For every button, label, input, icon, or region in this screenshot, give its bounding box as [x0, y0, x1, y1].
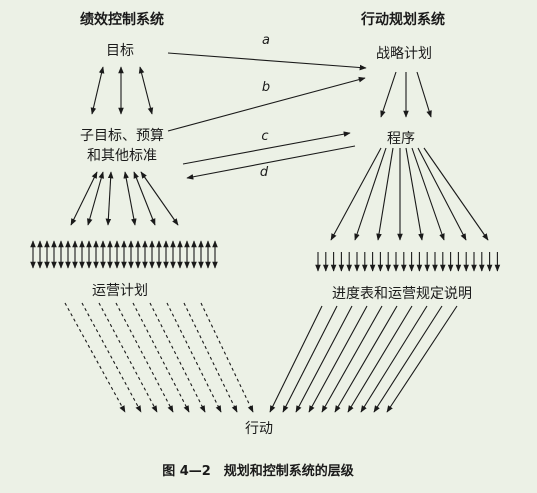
operating-action-arrow — [81, 302, 142, 413]
operating-action-arrow — [200, 302, 254, 413]
subgoals-operating-arrow — [133, 171, 156, 226]
schedules-action-arrow — [321, 305, 383, 413]
edge-label-b: b — [261, 80, 271, 95]
control-system-title: 绩效控制系统 — [80, 12, 164, 28]
action-node: 行动 — [245, 421, 273, 437]
procedures-schedules-arrow — [354, 147, 387, 241]
goals-node: 目标 — [106, 43, 134, 59]
schedules-action-arrow — [347, 305, 413, 413]
subgoals-operating-arrow — [70, 171, 98, 226]
goals-subgoals-arrow — [90, 66, 105, 115]
sub-goals-line1: 子目标、预算 — [80, 128, 164, 144]
procedures-schedules-arrow — [423, 147, 489, 241]
schedules-action-arrow — [269, 305, 323, 413]
edge-label-c: c — [261, 129, 269, 144]
arrow-a — [167, 52, 367, 71]
operating-action-arrow — [166, 302, 222, 413]
schedules-action-arrow — [295, 305, 353, 413]
procedures-schedules-arrow — [405, 147, 424, 241]
strategy-procedures-arrow — [416, 71, 432, 118]
subgoals-operating-arrow — [140, 171, 179, 226]
operating-action-arrow — [98, 302, 158, 413]
procedures-schedules-arrow — [376, 147, 394, 241]
operating-action-arrow — [64, 302, 126, 413]
edge-label-a: a — [262, 33, 270, 48]
strategic-plan-node: 战略计划 — [376, 46, 432, 62]
schedules-action-arrow — [334, 305, 398, 413]
arrow-d — [186, 145, 356, 180]
schedules-action-arrow — [282, 305, 338, 413]
arrow-b — [167, 76, 366, 132]
subgoals-operating-arrow — [87, 171, 104, 226]
schedules-action-arrow — [360, 305, 428, 413]
procedures-schedules-arrow — [417, 147, 467, 241]
schedules-node: 进度表和运营规定说明 — [332, 286, 472, 302]
operating-action-arrow — [132, 302, 190, 413]
operating-action-arrow — [183, 302, 238, 413]
schedules-action-arrow — [373, 305, 443, 413]
procedures-node: 程序 — [387, 131, 415, 147]
procedures-schedules-arrow — [411, 147, 445, 241]
operating-action-arrow — [149, 302, 206, 413]
strategy-procedures-arrow — [380, 71, 397, 118]
operating-plan-node: 运营计划 — [92, 283, 148, 299]
operating-action-arrow — [115, 302, 174, 413]
schedules-action-arrow — [308, 305, 368, 413]
subgoals-operating-arrow — [105, 171, 114, 226]
sub-goals-node: 子目标、预算 和其他标准 — [80, 126, 164, 166]
planning-system-title: 行动规划系统 — [361, 12, 445, 28]
edge-label-d: d — [259, 165, 269, 180]
subgoals-operating-arrow — [123, 171, 137, 226]
arrow-c — [182, 131, 351, 165]
goals-subgoals-arrow — [138, 66, 154, 115]
sub-goals-line2: 和其他标准 — [87, 148, 157, 164]
schedules-action-arrow — [386, 305, 458, 413]
procedures-schedules-arrow — [330, 147, 382, 241]
figure-caption: 图 4—2 规划和控制系统的层级 — [162, 464, 354, 479]
